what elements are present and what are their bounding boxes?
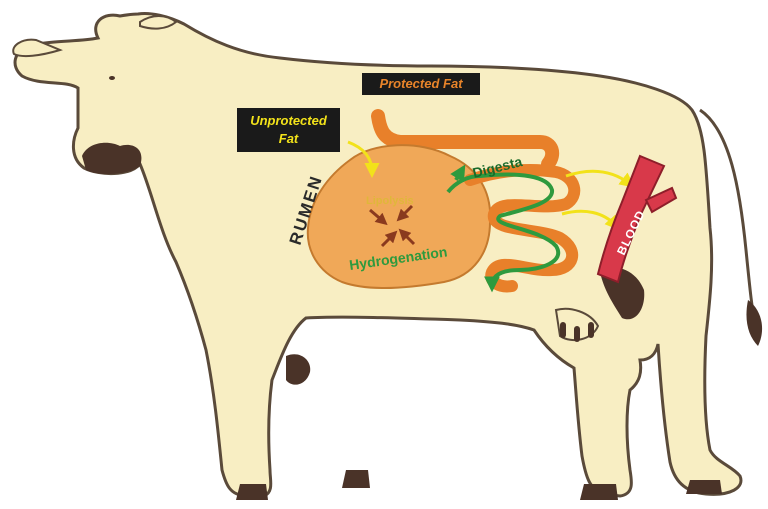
protected-fat-label-box: Protected Fat <box>362 73 480 95</box>
protected-fat-label: Protected Fat <box>379 76 462 91</box>
unprotected-fat-label-line2: Fat <box>237 130 340 148</box>
cow-eye <box>109 76 115 80</box>
cow-hoof-front-right <box>342 470 370 488</box>
lipolysis-label: Lipolysis <box>366 195 414 207</box>
unprotected-fat-label-box: Unprotected Fat <box>237 108 340 152</box>
cow-teat-1 <box>560 322 566 338</box>
unprotected-fat-label-line1: Unprotected <box>237 112 340 130</box>
cow-tail-tuft <box>746 300 762 346</box>
cow-hoof-rear-right <box>686 480 722 494</box>
cow-hoof-rear-left <box>580 484 618 500</box>
cow-hoof-front-left <box>236 484 268 500</box>
cow-muzzle <box>82 143 141 174</box>
cow-spot-leg <box>286 354 310 384</box>
cow-teat-3 <box>588 322 594 338</box>
cow-teat-2 <box>574 326 580 342</box>
